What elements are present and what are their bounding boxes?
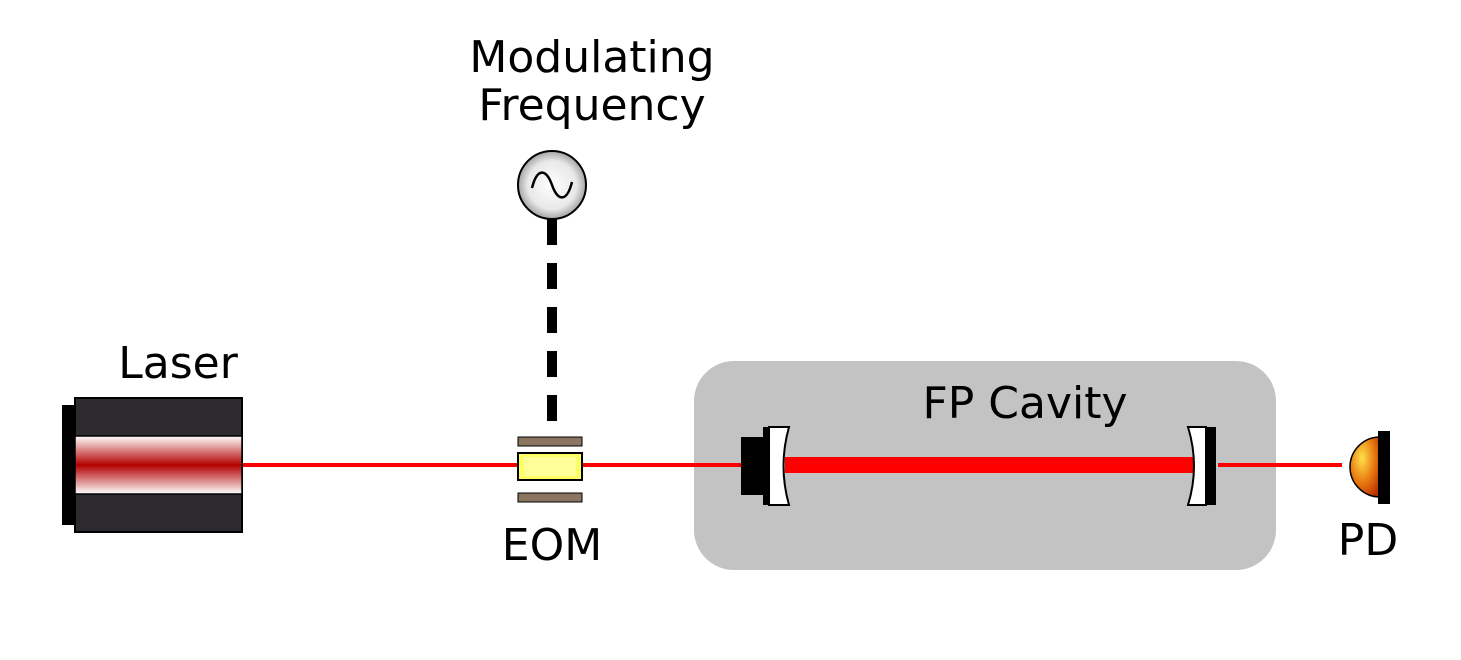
laser-icon [62, 397, 243, 533]
laser-label: Laser [118, 338, 238, 389]
modulating-frequency-label-line1: Modulating [469, 32, 714, 83]
eom-label: EOM [502, 520, 602, 571]
eom-icon [517, 436, 583, 503]
output-mirror-icon [1186, 426, 1216, 506]
photodiode-icon [1349, 431, 1390, 504]
pd-label: PD [1338, 515, 1398, 566]
input-mirror-icon [741, 426, 791, 506]
sine-wave-source-icon [517, 150, 587, 220]
modulating-frequency-label-line2: Frequency [478, 80, 705, 131]
cavity-label: FP Cavity [922, 378, 1127, 429]
